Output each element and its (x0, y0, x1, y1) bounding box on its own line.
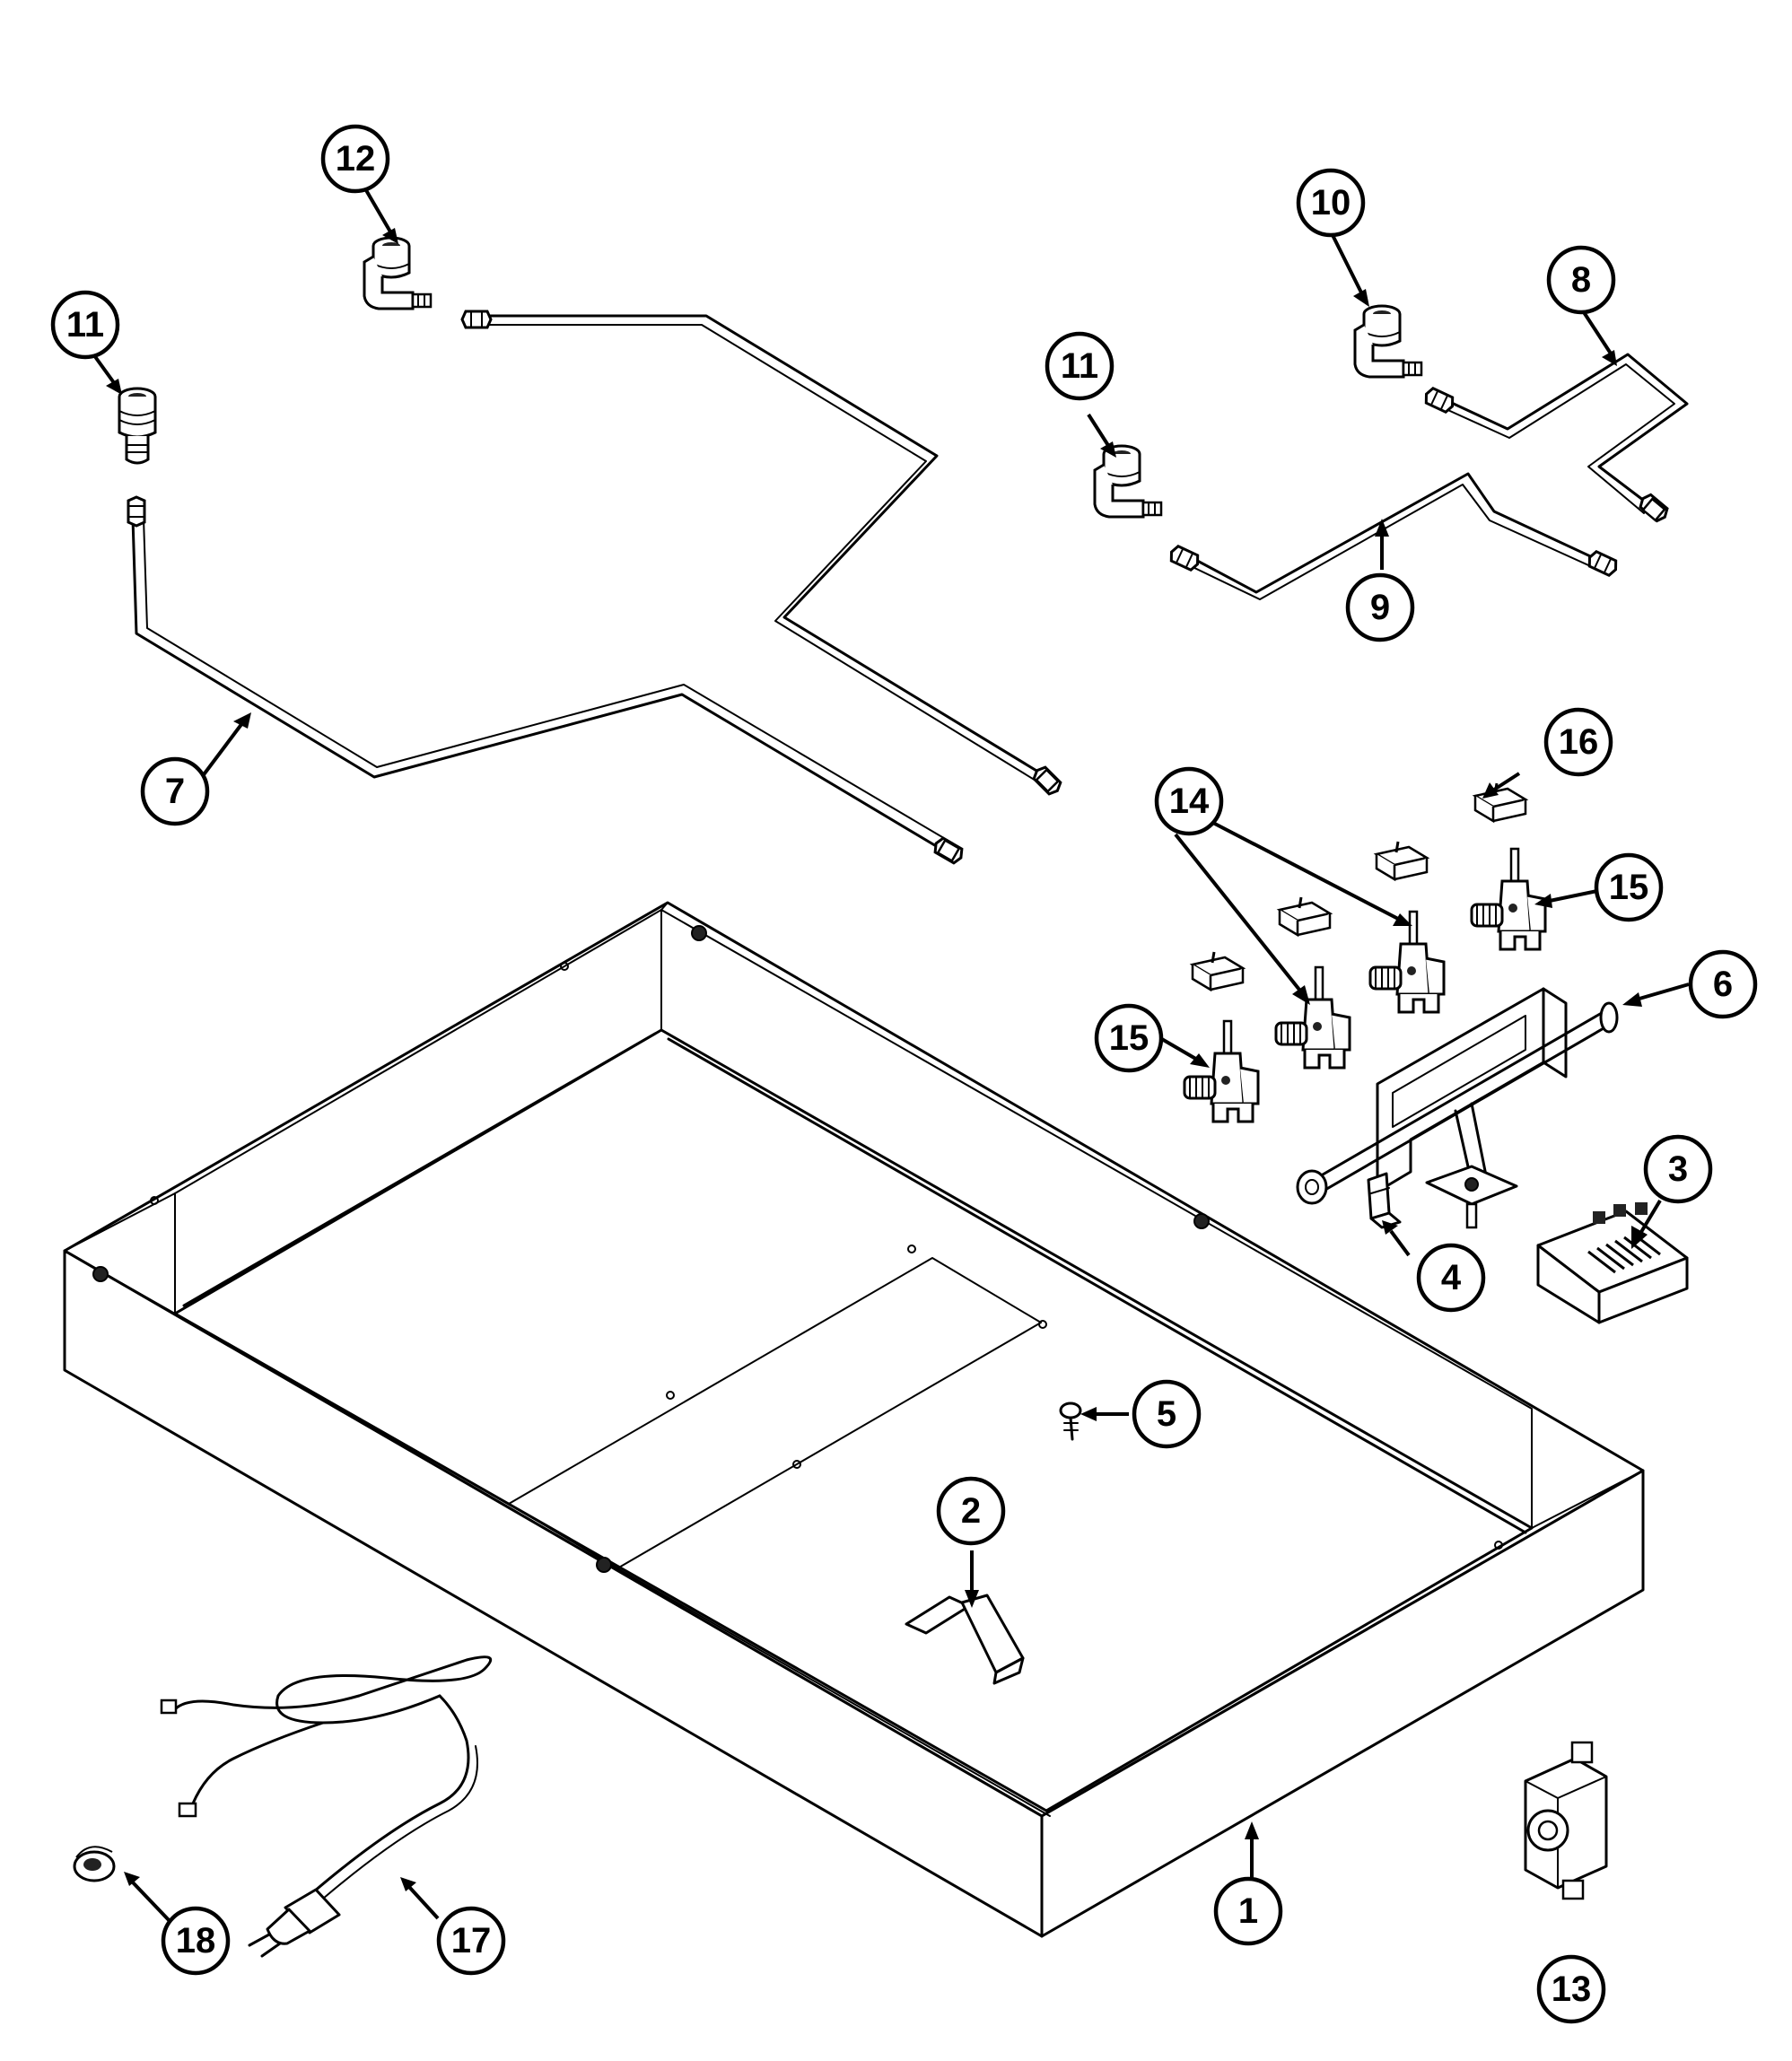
svg-text:15: 15 (1609, 868, 1649, 907)
spark-module-3 (1536, 1202, 1689, 1324)
callout-1: 1 (1213, 1876, 1283, 1946)
orifice-fitting-11a (118, 387, 157, 465)
burner-valve-15b (1183, 1019, 1260, 1123)
svg-text:8: 8 (1571, 260, 1591, 300)
orifice-fitting-10 (1353, 304, 1423, 379)
svg-text:14: 14 (1169, 782, 1210, 821)
callout-17: 17 (436, 1906, 506, 1976)
svg-text:18: 18 (176, 1921, 216, 1961)
svg-text:4: 4 (1441, 1258, 1462, 1297)
callout-9: 9 (1345, 572, 1415, 642)
power-cord-17 (160, 1655, 493, 1958)
svg-text:13: 13 (1552, 1969, 1592, 2009)
callout-15-left: 15 (1094, 1003, 1164, 1073)
svg-text:9: 9 (1370, 588, 1390, 627)
callout-11-left: 11 (50, 290, 120, 360)
gas-tube-9 (1167, 472, 1621, 600)
callout-2: 2 (936, 1476, 1006, 1546)
leader-arrows (90, 188, 1690, 1924)
svg-text:12: 12 (336, 139, 376, 179)
ignitor-switch-b (1278, 895, 1332, 937)
svg-text:11: 11 (66, 305, 104, 345)
callout-7: 7 (140, 756, 210, 826)
gas-regulator-13 (1524, 1741, 1608, 1900)
callout-10: 10 (1296, 168, 1366, 238)
callout-15-right: 15 (1594, 852, 1664, 922)
elbow-fitting-12 (363, 236, 433, 310)
svg-text:17: 17 (451, 1921, 492, 1961)
burner-valve-15a (1470, 847, 1547, 951)
ignitor-switch-c (1191, 950, 1245, 991)
callout-3: 3 (1643, 1134, 1713, 1204)
orifice-fitting-11b (1093, 444, 1163, 519)
ignitor-switch-a (1375, 840, 1429, 881)
ignitor-switch-16 (1473, 782, 1527, 823)
svg-text:11: 11 (1061, 346, 1098, 386)
callout-18: 18 (161, 1906, 231, 1976)
svg-text:3: 3 (1668, 1149, 1688, 1189)
svg-text:5: 5 (1157, 1394, 1176, 1434)
svg-text:15: 15 (1109, 1018, 1150, 1058)
gas-tube-7 (127, 495, 966, 867)
callout-8: 8 (1546, 245, 1616, 315)
bracket-2 (905, 1594, 1025, 1685)
burner-valve-14a (1368, 910, 1446, 1014)
svg-text:6: 6 (1713, 965, 1733, 1004)
burner-valve-14b (1274, 965, 1351, 1070)
svg-text:16: 16 (1559, 722, 1599, 762)
gas-tube-8 (1421, 353, 1689, 525)
callout-6: 6 (1688, 949, 1758, 1019)
callout-13: 13 (1536, 1954, 1606, 2024)
svg-text:2: 2 (961, 1491, 981, 1531)
gas-manifold-6 (1296, 987, 1619, 1229)
callout-5: 5 (1132, 1379, 1202, 1449)
svg-text:1: 1 (1238, 1891, 1258, 1931)
svg-text:7: 7 (165, 772, 185, 811)
strain-relief-bushing-18 (73, 1846, 116, 1882)
callout-12: 12 (320, 124, 390, 194)
mounting-clip-4 (1367, 1172, 1402, 1229)
callout-16: 16 (1543, 707, 1613, 777)
gas-tube-12 (460, 310, 1065, 799)
svg-text:10: 10 (1311, 183, 1351, 223)
callout-14: 14 (1154, 766, 1224, 836)
callout-11-right: 11 (1045, 331, 1115, 401)
screw-5 (1059, 1402, 1082, 1441)
callout-4: 4 (1416, 1243, 1486, 1313)
base-pan (63, 901, 1645, 1938)
